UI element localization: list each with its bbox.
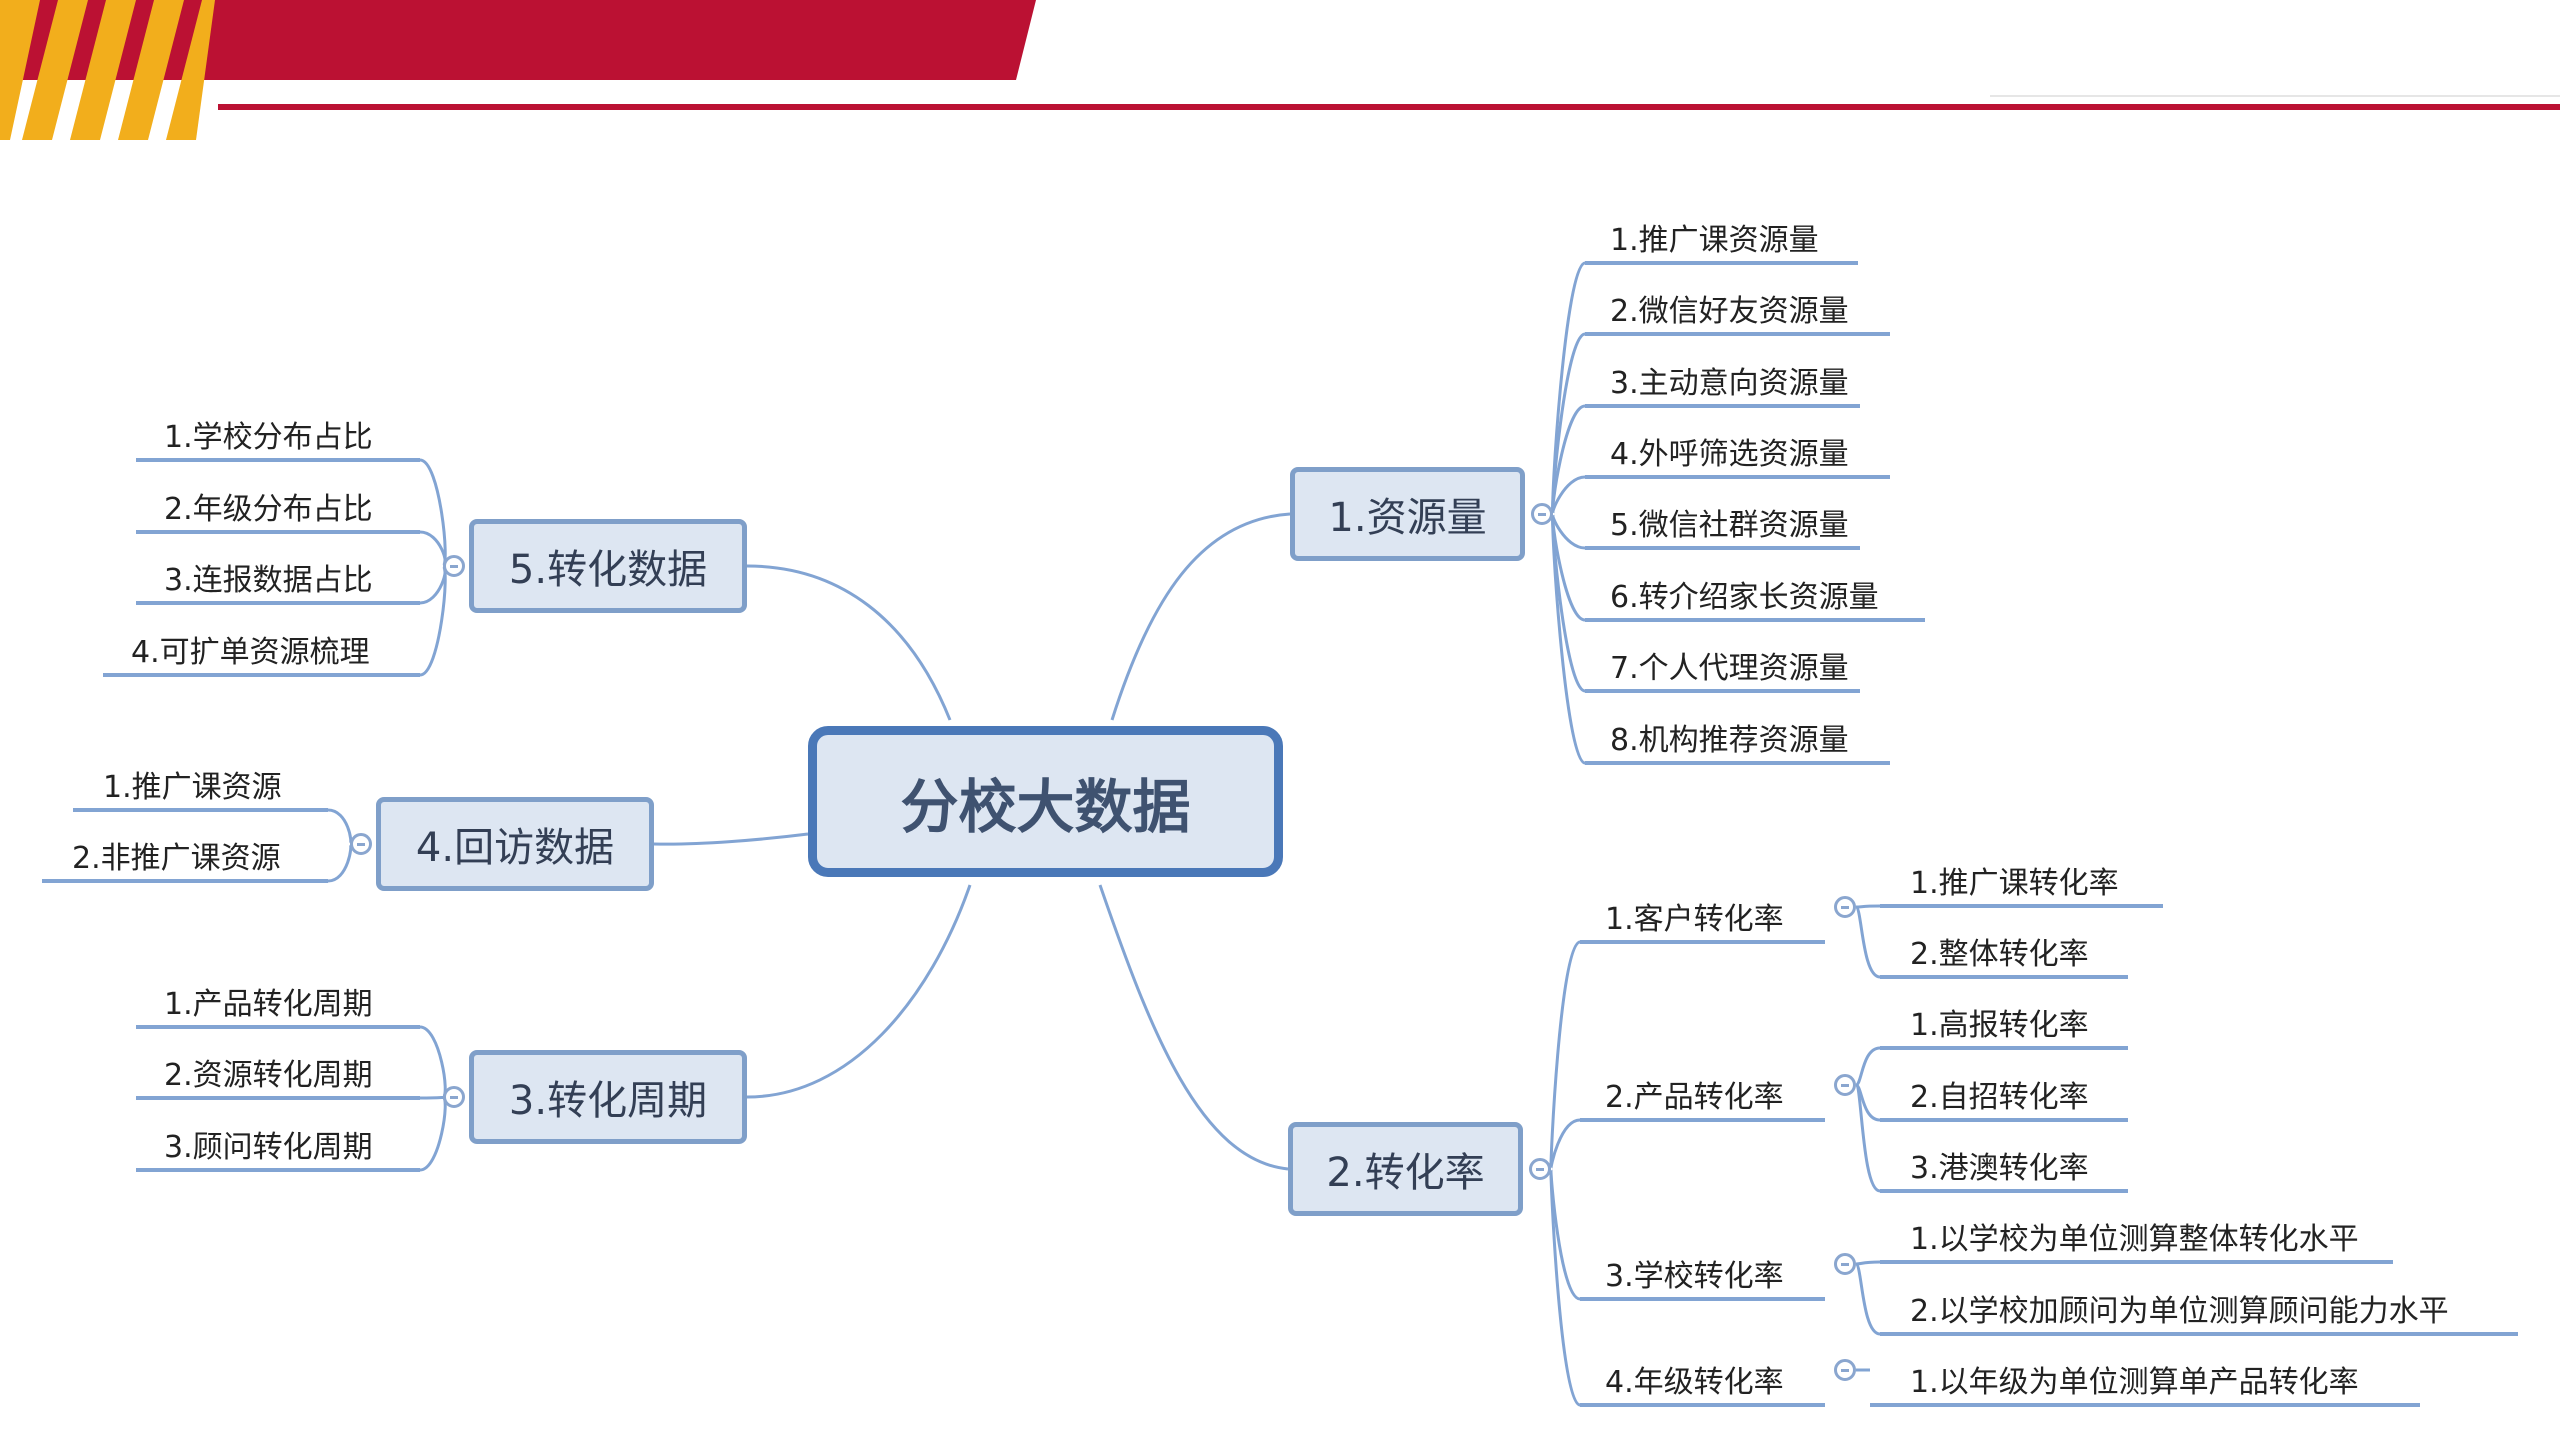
connector-b2-leaf — [1854, 1046, 1881, 1087]
leaf-b2-2-3: 3.港澳转化率 — [1910, 1151, 2089, 1186]
connector-b2-sub — [1549, 1118, 1581, 1171]
banner-red-bar — [0, 0, 1036, 80]
banner-gold-stripe — [22, 0, 88, 140]
connector-root-b2 — [1098, 884, 1289, 1171]
leaf-b4-2: 2.非推广课资源 — [72, 841, 281, 876]
connector-b4-leaf — [327, 808, 353, 846]
connector-b2-sub — [1549, 1167, 1581, 1407]
leaf-b2-3-1: 1.以学校为单位测算整体转化水平 — [1910, 1222, 2359, 1257]
connector-b1-leaf — [1551, 512, 1586, 765]
leaf-b1-6: 6.转介绍家长资源量 — [1610, 580, 1879, 615]
collapse-toggle-icon[interactable] — [1531, 503, 1553, 525]
leaf-b2-4-1: 1.以年级为单位测算单产品转化率 — [1910, 1365, 2359, 1400]
collapse-toggle-icon[interactable] — [1834, 1359, 1856, 1381]
root-node[interactable]: 分校大数据 — [808, 726, 1283, 877]
sub-b2-2[interactable]: 2.产品转化率 — [1605, 1080, 1784, 1115]
leaf-b5-2: 2.年级分布占比 — [164, 492, 373, 527]
sub-b2-3[interactable]: 3.学校转化率 — [1605, 1259, 1784, 1294]
leaf-b1-8: 8.机构推荐资源量 — [1610, 723, 1849, 758]
leaf-b2-2-2: 2.自招转化率 — [1910, 1080, 2089, 1115]
leaf-b1-1: 1.推广课资源量 — [1610, 223, 1819, 258]
connector-b5-leaf — [419, 530, 447, 568]
connector-root-b5 — [746, 564, 952, 721]
branch-node-b4[interactable]: 4.回访数据 — [376, 797, 654, 891]
leaf-b3-3: 3.顾问转化周期 — [164, 1130, 373, 1165]
branch-node-b1[interactable]: 1.资源量 — [1290, 467, 1525, 561]
leaf-b2-1-2: 2.整体转化率 — [1910, 937, 2089, 972]
leaf-b5-4: 4.可扩单资源梳理 — [131, 635, 370, 670]
banner-gold-stripe — [0, 0, 40, 140]
collapse-toggle-icon[interactable] — [443, 555, 465, 577]
leaf-b1-5: 5.微信社群资源量 — [1610, 508, 1849, 543]
header-banner — [0, 0, 2560, 140]
branch-node-b3[interactable]: 3.转化周期 — [469, 1050, 747, 1144]
banner-red-rule — [218, 104, 2560, 110]
collapse-toggle-icon[interactable] — [1529, 1158, 1551, 1180]
connector-b2-sub — [1549, 940, 1581, 1171]
leaf-b1-3: 3.主动意向资源量 — [1610, 366, 1849, 401]
collapse-toggle-icon[interactable] — [1834, 1253, 1856, 1275]
leaf-b4-1: 1.推广课资源 — [103, 770, 282, 805]
connector-b3-leaf — [419, 1095, 447, 1172]
connector-root-b4 — [653, 832, 809, 846]
leaf-b3-2: 2.资源转化周期 — [164, 1058, 373, 1093]
collapse-toggle-icon[interactable] — [443, 1086, 465, 1108]
connector-b2-leaf — [1855, 904, 1881, 909]
leaf-b2-2-1: 1.高报转化率 — [1910, 1008, 2089, 1043]
banner-gold-stripe — [118, 0, 184, 140]
leaf-b3-1: 1.产品转化周期 — [164, 987, 373, 1022]
leaf-b2-3-2: 2.以学校加顾问为单位测算顾问能力水平 — [1910, 1294, 2449, 1329]
branch-node-b5[interactable]: 5.转化数据 — [469, 519, 747, 613]
collapse-toggle-icon[interactable] — [1834, 896, 1856, 918]
leaf-b1-7: 7.个人代理资源量 — [1610, 651, 1849, 686]
connector-b1-leaf — [1551, 512, 1586, 550]
leaf-b2-1-1: 1.推广课转化率 — [1910, 866, 2119, 901]
connector-b4-leaf — [327, 842, 353, 883]
connector-root-b1 — [1110, 512, 1291, 721]
banner-gold-stripe — [166, 0, 215, 140]
collapse-toggle-icon[interactable] — [350, 833, 372, 855]
connector-b2-leaf — [1855, 1260, 1881, 1266]
connector-b2-leaf — [1854, 1262, 1881, 1336]
connector-b5-leaf — [419, 564, 447, 605]
banner-gold-stripe — [70, 0, 136, 140]
sub-b2-4[interactable]: 4.年级转化率 — [1605, 1365, 1784, 1400]
connector-b2-leaf — [1854, 905, 1881, 979]
branch-node-b2[interactable]: 2.转化率 — [1288, 1122, 1523, 1216]
connector-root-b3 — [746, 884, 972, 1099]
connector-b2-leaf — [1854, 1083, 1881, 1193]
connector-b3-leaf — [419, 1025, 447, 1099]
collapse-toggle-icon[interactable] — [1834, 1074, 1856, 1096]
connector-b3-leaf — [419, 1095, 447, 1100]
leaf-b1-4: 4.外呼筛选资源量 — [1610, 437, 1849, 472]
leaf-b5-1: 1.学校分布占比 — [164, 420, 373, 455]
sub-b2-1[interactable]: 1.客户转化率 — [1605, 902, 1784, 937]
leaf-b1-2: 2.微信好友资源量 — [1610, 294, 1849, 329]
leaf-b5-3: 3.连报数据占比 — [164, 563, 373, 598]
